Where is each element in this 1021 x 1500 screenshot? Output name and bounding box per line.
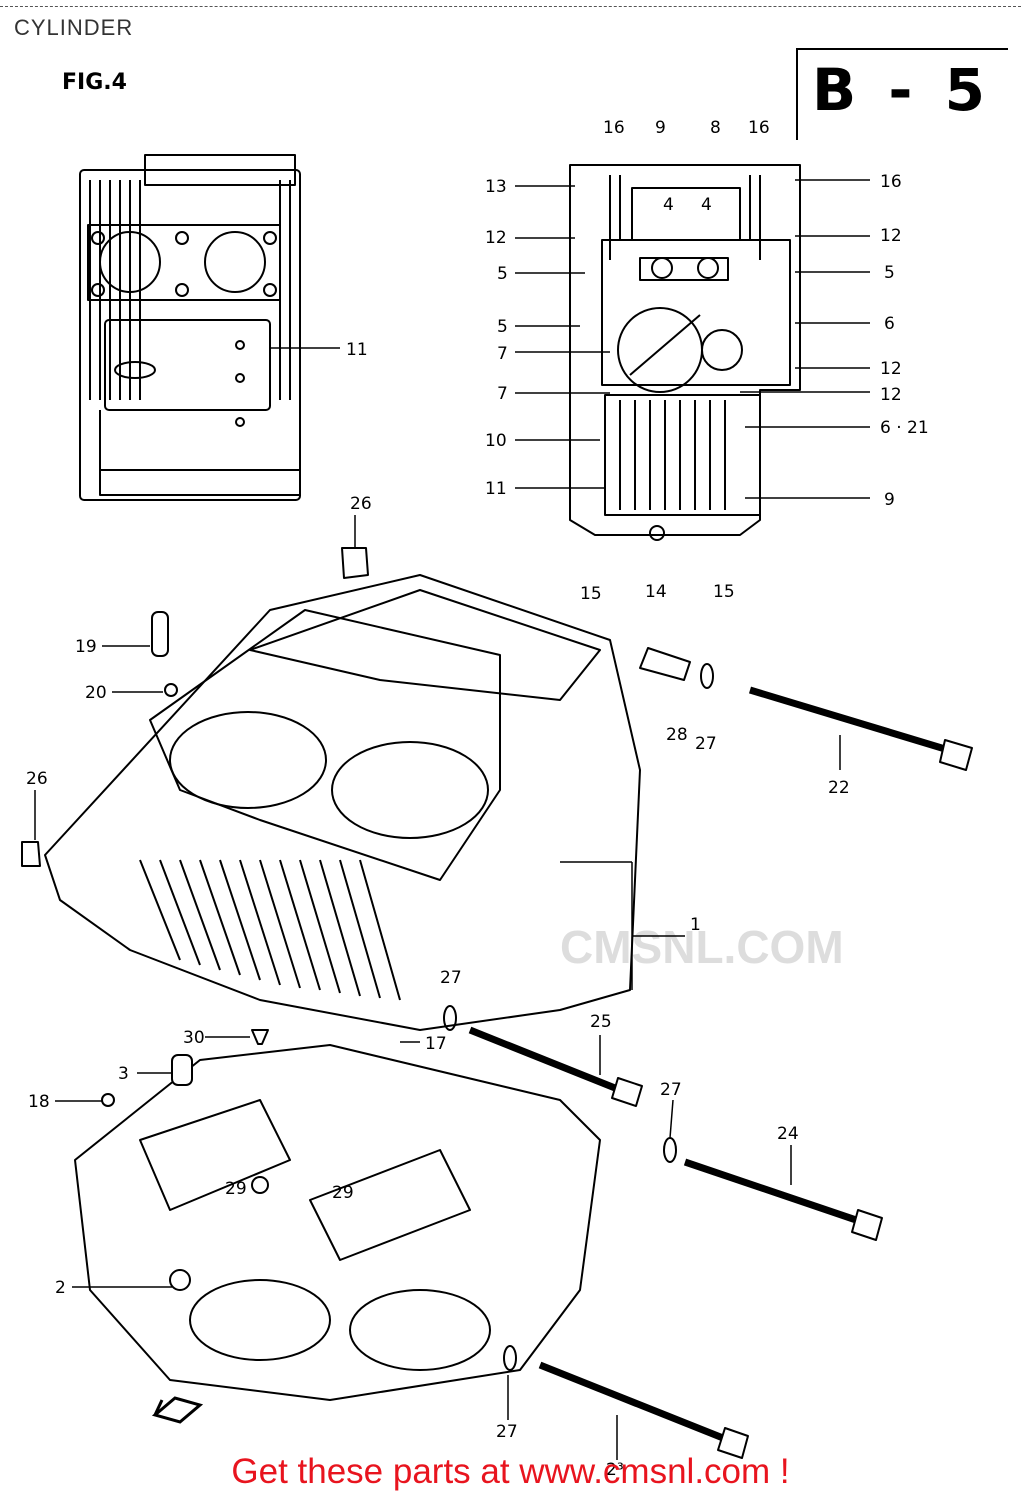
long-bolts (468, 686, 973, 1459)
small-parts (21, 547, 714, 1371)
callout-7: 7 (497, 384, 508, 404)
callout-12: 12 (880, 226, 902, 246)
callout-1: 1 (690, 915, 701, 935)
callout-2: 2 (55, 1278, 66, 1298)
callout-11: 11 (485, 479, 507, 499)
callout-30: 30 (183, 1028, 205, 1048)
callout-labels: 16 9 8 16 13 16 4 4 12 12 5 5 5 6 7 12 7… (26, 118, 929, 1480)
callout-19: 19 (75, 637, 97, 657)
front-arrow-icon (151, 1396, 204, 1424)
section-code: B - 5 (812, 56, 992, 124)
upper-crankcase (44, 574, 641, 1031)
callout-5: 5 (884, 263, 895, 283)
callout-11: 11 (346, 340, 368, 360)
callout-27: 27 (695, 734, 717, 754)
callout-15: 15 (713, 582, 735, 602)
callout-29: 29 (332, 1183, 354, 1203)
callout-12: 12 (485, 228, 507, 248)
figure-label: FIG.4 (62, 70, 127, 95)
leader-lines (34, 179, 870, 1460)
callout-27: 27 (660, 1080, 682, 1100)
callout-8: 8 (710, 118, 721, 138)
top-rule (0, 6, 1021, 7)
callout-16: 16 (880, 172, 902, 192)
callout-12: 12 (880, 385, 902, 405)
callout-9: 9 (655, 118, 666, 138)
callout-26: 26 (350, 494, 372, 514)
callout-14: 14 (645, 582, 667, 602)
callout-3: 3 (118, 1064, 129, 1084)
watermark: CMSNL.COM (560, 921, 844, 973)
callout-5: 5 (497, 264, 508, 284)
crankcase-top-view (79, 154, 301, 501)
callout-5: 5 (497, 317, 508, 337)
callout-16: 16 (748, 118, 770, 138)
callout-23: 2³ (606, 1460, 624, 1480)
callout-27: 27 (496, 1422, 518, 1442)
callout-4: 4 (701, 195, 712, 215)
callout-20: 20 (85, 683, 107, 703)
crankcase-bottom-view (569, 164, 801, 541)
callout-6: 6 (884, 314, 895, 334)
callout-28: 28 (666, 725, 688, 745)
callout-25: 25 (590, 1012, 612, 1032)
callout-22: 22 (828, 778, 850, 798)
callout-29: 29 (225, 1179, 247, 1199)
callout-26: 26 (26, 769, 48, 789)
callout-13: 13 (485, 177, 507, 197)
callout-9: 9 (884, 490, 895, 510)
callout-15: 15 (580, 584, 602, 604)
callout-12: 12 (880, 359, 902, 379)
callout-18: 18 (28, 1092, 50, 1112)
callout-7: 7 (497, 344, 508, 364)
lower-crankcase (74, 1044, 601, 1401)
callout-16: 16 (603, 118, 625, 138)
callout-27: 27 (440, 968, 462, 988)
callout-6-21: 6 · 21 (880, 418, 929, 438)
callout-4: 4 (663, 195, 674, 215)
section-box (796, 48, 1008, 140)
callout-17: 17 (425, 1034, 447, 1054)
callout-24: 24 (777, 1124, 799, 1144)
footer-link[interactable]: Get these parts at www.cmsnl.com ! (231, 1452, 790, 1491)
page-title: CYLINDER (14, 15, 134, 40)
callout-10: 10 (485, 431, 507, 451)
